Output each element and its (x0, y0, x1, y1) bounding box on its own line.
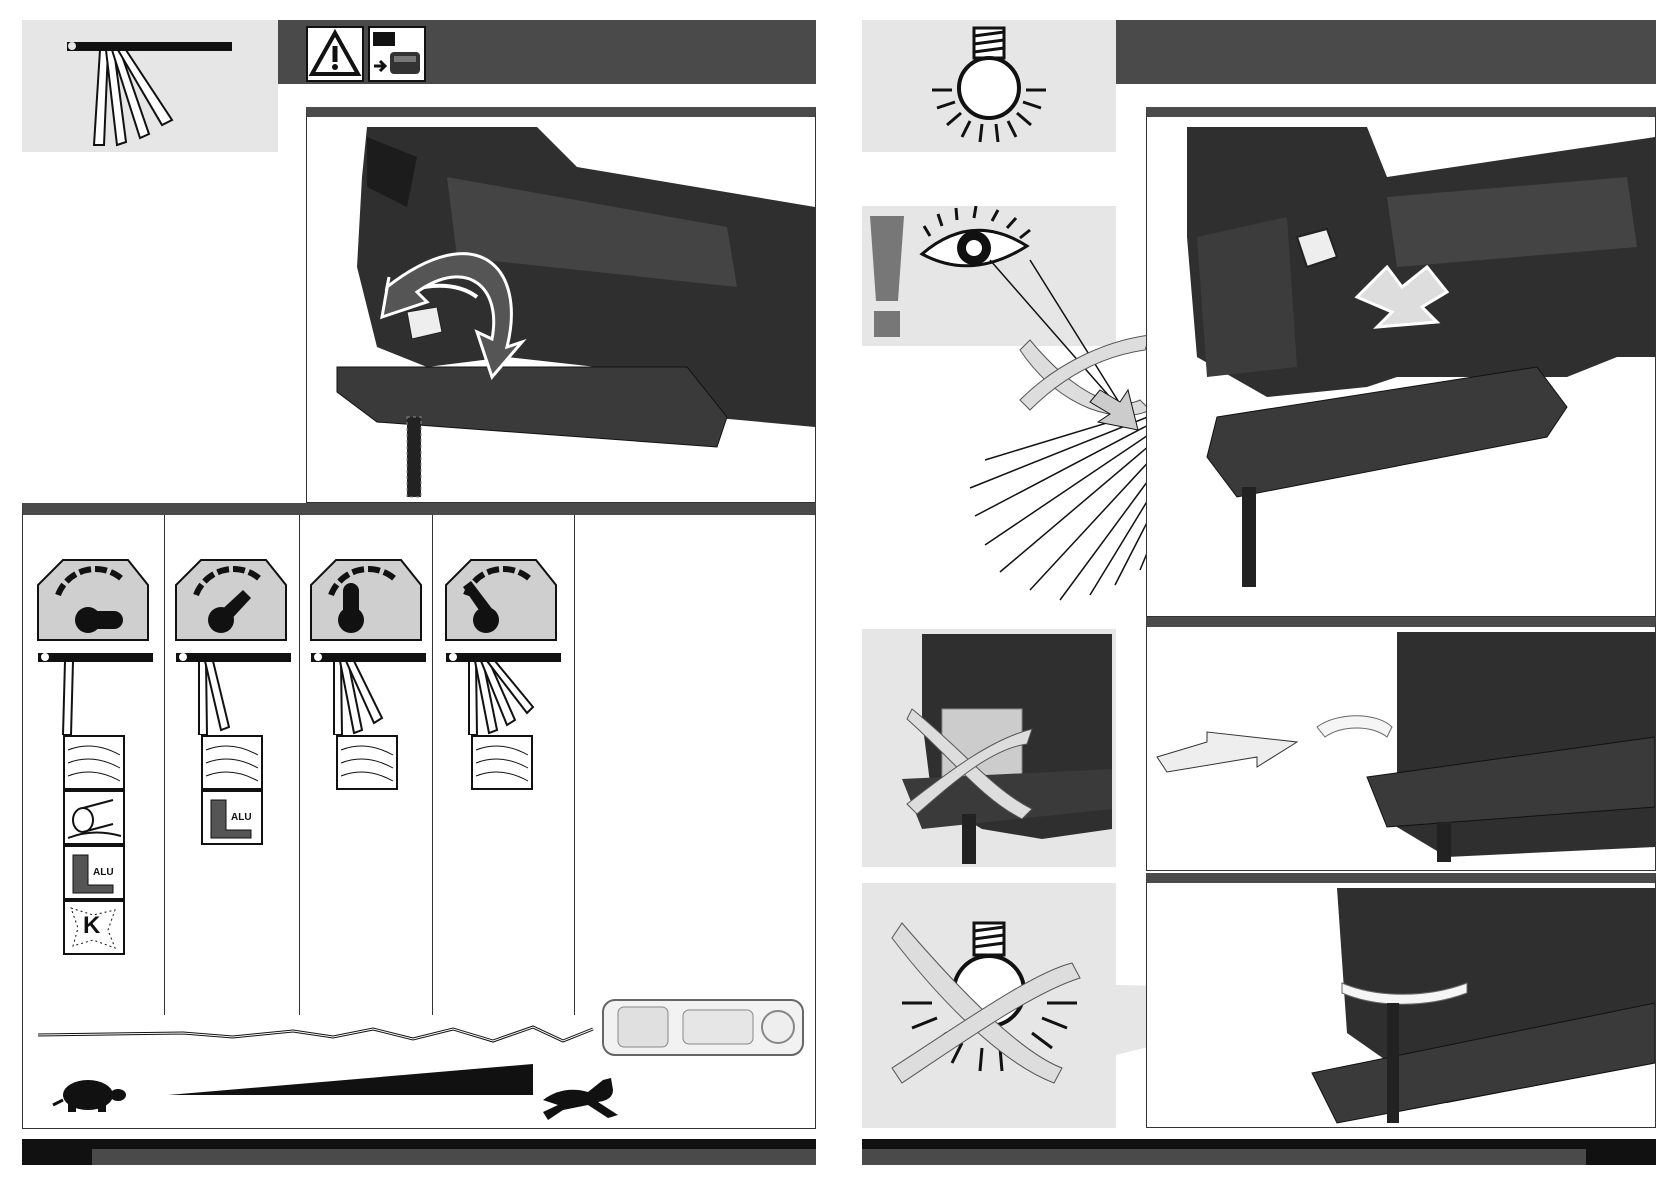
alu-label: ALU (231, 812, 252, 823)
aluminium-icon: ALU (63, 845, 125, 900)
light-bulb-icon (862, 20, 1116, 152)
blade-swing-2-icon (306, 645, 426, 735)
blade-swing-1-icon (171, 645, 291, 735)
tortoise-icon (53, 1080, 126, 1112)
exclamation-icon (870, 216, 904, 337)
blade-swing-3-icon (441, 645, 561, 735)
aluminium-icon: ALU (201, 790, 263, 845)
orbital-settings-section: ALU K ALU (22, 503, 816, 1129)
hare-icon (543, 1078, 618, 1120)
lens-installed-figure (1146, 873, 1656, 1128)
right-footer-bar (862, 1139, 1656, 1165)
warning-triangle-icon (308, 28, 362, 80)
orbital-column-2 (306, 555, 426, 790)
wood-icon (336, 735, 398, 790)
pendulum-action-panel (22, 20, 278, 152)
warning-box (306, 26, 364, 82)
wood-icon (201, 735, 263, 790)
light-panel (862, 20, 1116, 152)
lens-incorrect-panel (862, 629, 1116, 867)
no-light-panel (862, 883, 1116, 1128)
lever-dial-0-icon (33, 555, 153, 645)
lever-dial-1-icon (171, 555, 291, 645)
wood-icon (63, 735, 125, 790)
battery-remove-icon (370, 28, 424, 80)
orbital-column-0: ALU K (33, 555, 153, 955)
lens-install-figure (1146, 617, 1656, 871)
cut-line-figure (33, 995, 813, 1065)
battery-box (368, 26, 426, 82)
pendulum-blades-icon (22, 20, 278, 152)
plastic-label: K (83, 912, 100, 940)
plastic-icon: K (63, 900, 125, 955)
alu-label: ALU (93, 867, 114, 878)
speed-ramp (43, 1060, 643, 1130)
light-switch-figure (1146, 107, 1656, 617)
wood-icon (471, 735, 533, 790)
sheet-metal-pipe-icon (63, 790, 125, 845)
blade-straight-icon (33, 645, 153, 735)
left-footer-bar (22, 1139, 816, 1165)
right-section-header-bar (1116, 20, 1656, 84)
jigsaw-illustration (307, 117, 815, 503)
orbital-lever-figure (306, 107, 816, 503)
lever-dial-3-icon (441, 555, 561, 645)
orbital-column-1: ALU (171, 555, 291, 845)
jigsaw-light-illustration (1147, 117, 1655, 617)
lever-dial-2-icon (306, 555, 426, 645)
orbital-column-3 (441, 555, 561, 790)
